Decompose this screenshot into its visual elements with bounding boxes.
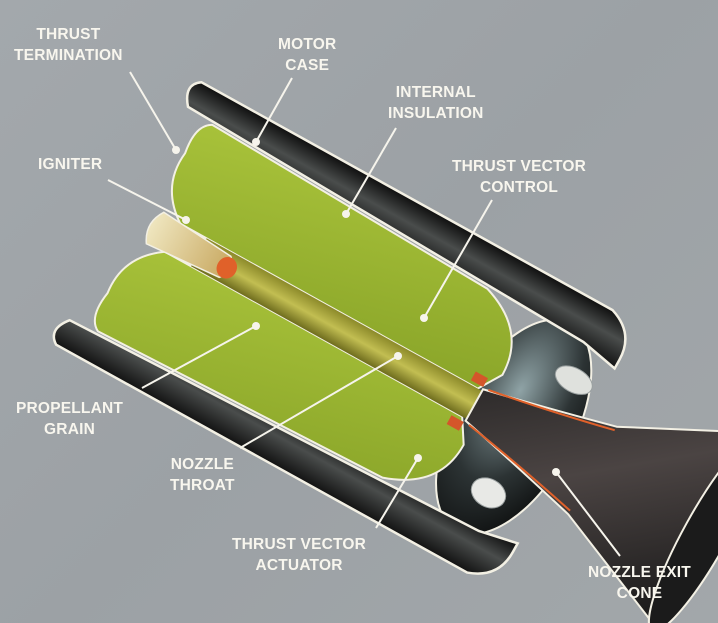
label-line: THROAT — [170, 477, 235, 494]
label-line: CONE — [616, 585, 663, 602]
label-propellant-grain: PROPELLANT GRAIN — [16, 398, 123, 440]
label-line: THRUST VECTOR — [452, 158, 587, 175]
label-thrust-vector-actuator: THRUST VECTOR ACTUATOR — [232, 534, 366, 576]
label-nozzle-exit-cone: NOZZLE EXIT CONE — [588, 562, 691, 604]
leader-lines — [107, 71, 621, 557]
label-line: CONTROL — [480, 179, 559, 196]
label-line: MOTOR — [278, 36, 337, 53]
label-nozzle-throat: NOZZLE THROAT — [170, 454, 235, 496]
label-line: IGNITER — [38, 156, 103, 173]
label-line: TERMINATION — [14, 47, 123, 64]
label-line: INSULATION — [388, 105, 484, 122]
label-line: ACTUATOR — [255, 557, 343, 574]
label-line: NOZZLE — [170, 456, 234, 473]
label-igniter: IGNITER — [38, 154, 102, 175]
label-line: GRAIN — [44, 421, 95, 438]
label-thrust-vector-control: THRUST VECTOR CONTROL — [452, 156, 586, 198]
label-line: THRUST VECTOR — [232, 536, 367, 553]
motor-body — [52, 81, 718, 623]
leader-dots — [172, 138, 560, 476]
label-line: NOZZLE EXIT — [588, 564, 691, 581]
label-line: CASE — [285, 57, 330, 74]
label-line: THRUST — [36, 26, 101, 43]
label-thrust-termination: THRUST TERMINATION — [14, 24, 123, 66]
label-line: INTERNAL — [395, 84, 476, 101]
label-motor-case: MOTOR CASE — [278, 34, 336, 76]
label-internal-insulation: INTERNAL INSULATION — [388, 82, 484, 124]
label-line: PROPELLANT — [16, 400, 124, 417]
